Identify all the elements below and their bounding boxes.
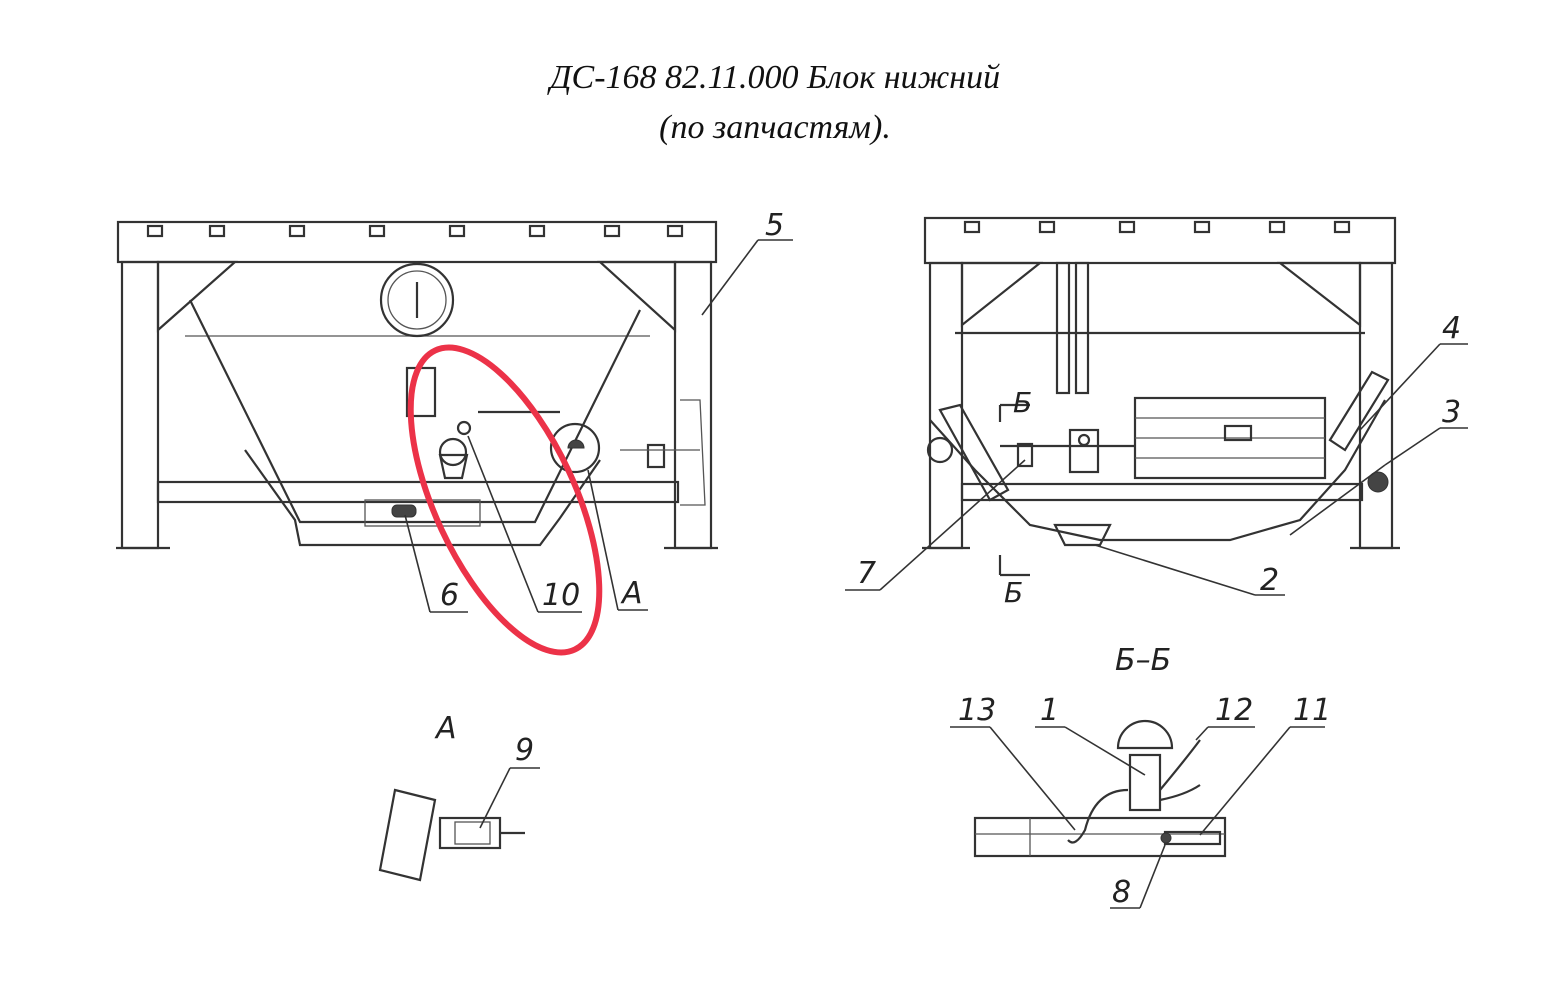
part-1-body <box>1128 753 1162 812</box>
leader-lines <box>404 239 1468 909</box>
front-valve-cluster <box>405 366 700 480</box>
callout-6: 6 <box>440 578 459 613</box>
front-bottom-tray <box>244 449 601 547</box>
side-tray <box>929 399 1386 542</box>
side-valve <box>1000 428 1135 474</box>
side-leg-right <box>1358 261 1394 550</box>
front-beam-slots <box>146 224 684 238</box>
section-bb <box>973 719 1227 858</box>
callout-8: 8 <box>1112 875 1131 910</box>
callout-9: 9 <box>515 733 534 768</box>
front-gusset-right <box>597 260 677 333</box>
front-chute <box>680 399 706 506</box>
callout-10: 10 <box>542 578 580 613</box>
drawing-subtitle: (по запчастям). <box>659 109 891 146</box>
section-mark-b-bottom: Б <box>1004 576 1023 609</box>
callout-4: 4 <box>1442 311 1461 346</box>
detail-a-label: А <box>434 711 457 746</box>
side-drum <box>1133 396 1327 480</box>
section-bb-label: Б–Б <box>1115 643 1171 678</box>
callout-11: 11 <box>1293 693 1331 728</box>
detail-a <box>378 788 525 882</box>
drawing-title: ДС-168 82.11.000 Блок нижний <box>549 59 1001 96</box>
callout-7: 7 <box>857 556 876 591</box>
side-top-beam <box>923 216 1397 265</box>
front-view <box>116 220 718 550</box>
part-12-hose <box>1159 739 1201 791</box>
front-inspection-hatch <box>379 262 455 338</box>
section-bb-dome <box>1116 719 1174 750</box>
highlight-ellipse <box>407 344 603 656</box>
part-6-handle <box>391 504 417 518</box>
front-hopper <box>189 299 641 524</box>
callout-13: 13 <box>958 693 996 728</box>
side-view <box>922 216 1400 577</box>
front-leg-left <box>120 260 160 550</box>
side-beam-slots <box>963 220 1351 234</box>
part-2-clamp <box>1053 523 1112 547</box>
callout-1: 1 <box>1040 693 1059 728</box>
callout-a: А <box>620 576 643 611</box>
detail-a-knob <box>378 788 437 882</box>
callout-5: 5 <box>765 208 784 243</box>
section-bb-hose-left <box>1067 788 1129 844</box>
front-frame-bar <box>156 480 680 504</box>
callout-3: 3 <box>1442 395 1461 430</box>
callout-12: 12 <box>1215 693 1253 728</box>
section-bb-base <box>973 816 1227 858</box>
side-motor-left <box>926 403 1010 502</box>
callout-2: 2 <box>1260 563 1279 598</box>
callout-numbers: 5 6 10 А 4 3 7 2 Б Б А 9 Б–Б 13 1 12 11 … <box>434 208 1461 910</box>
front-gusset-left <box>156 260 238 333</box>
section-mark-b-top: Б <box>1013 386 1032 419</box>
front-top-beam <box>116 220 718 264</box>
side-motor-right <box>1328 370 1390 493</box>
